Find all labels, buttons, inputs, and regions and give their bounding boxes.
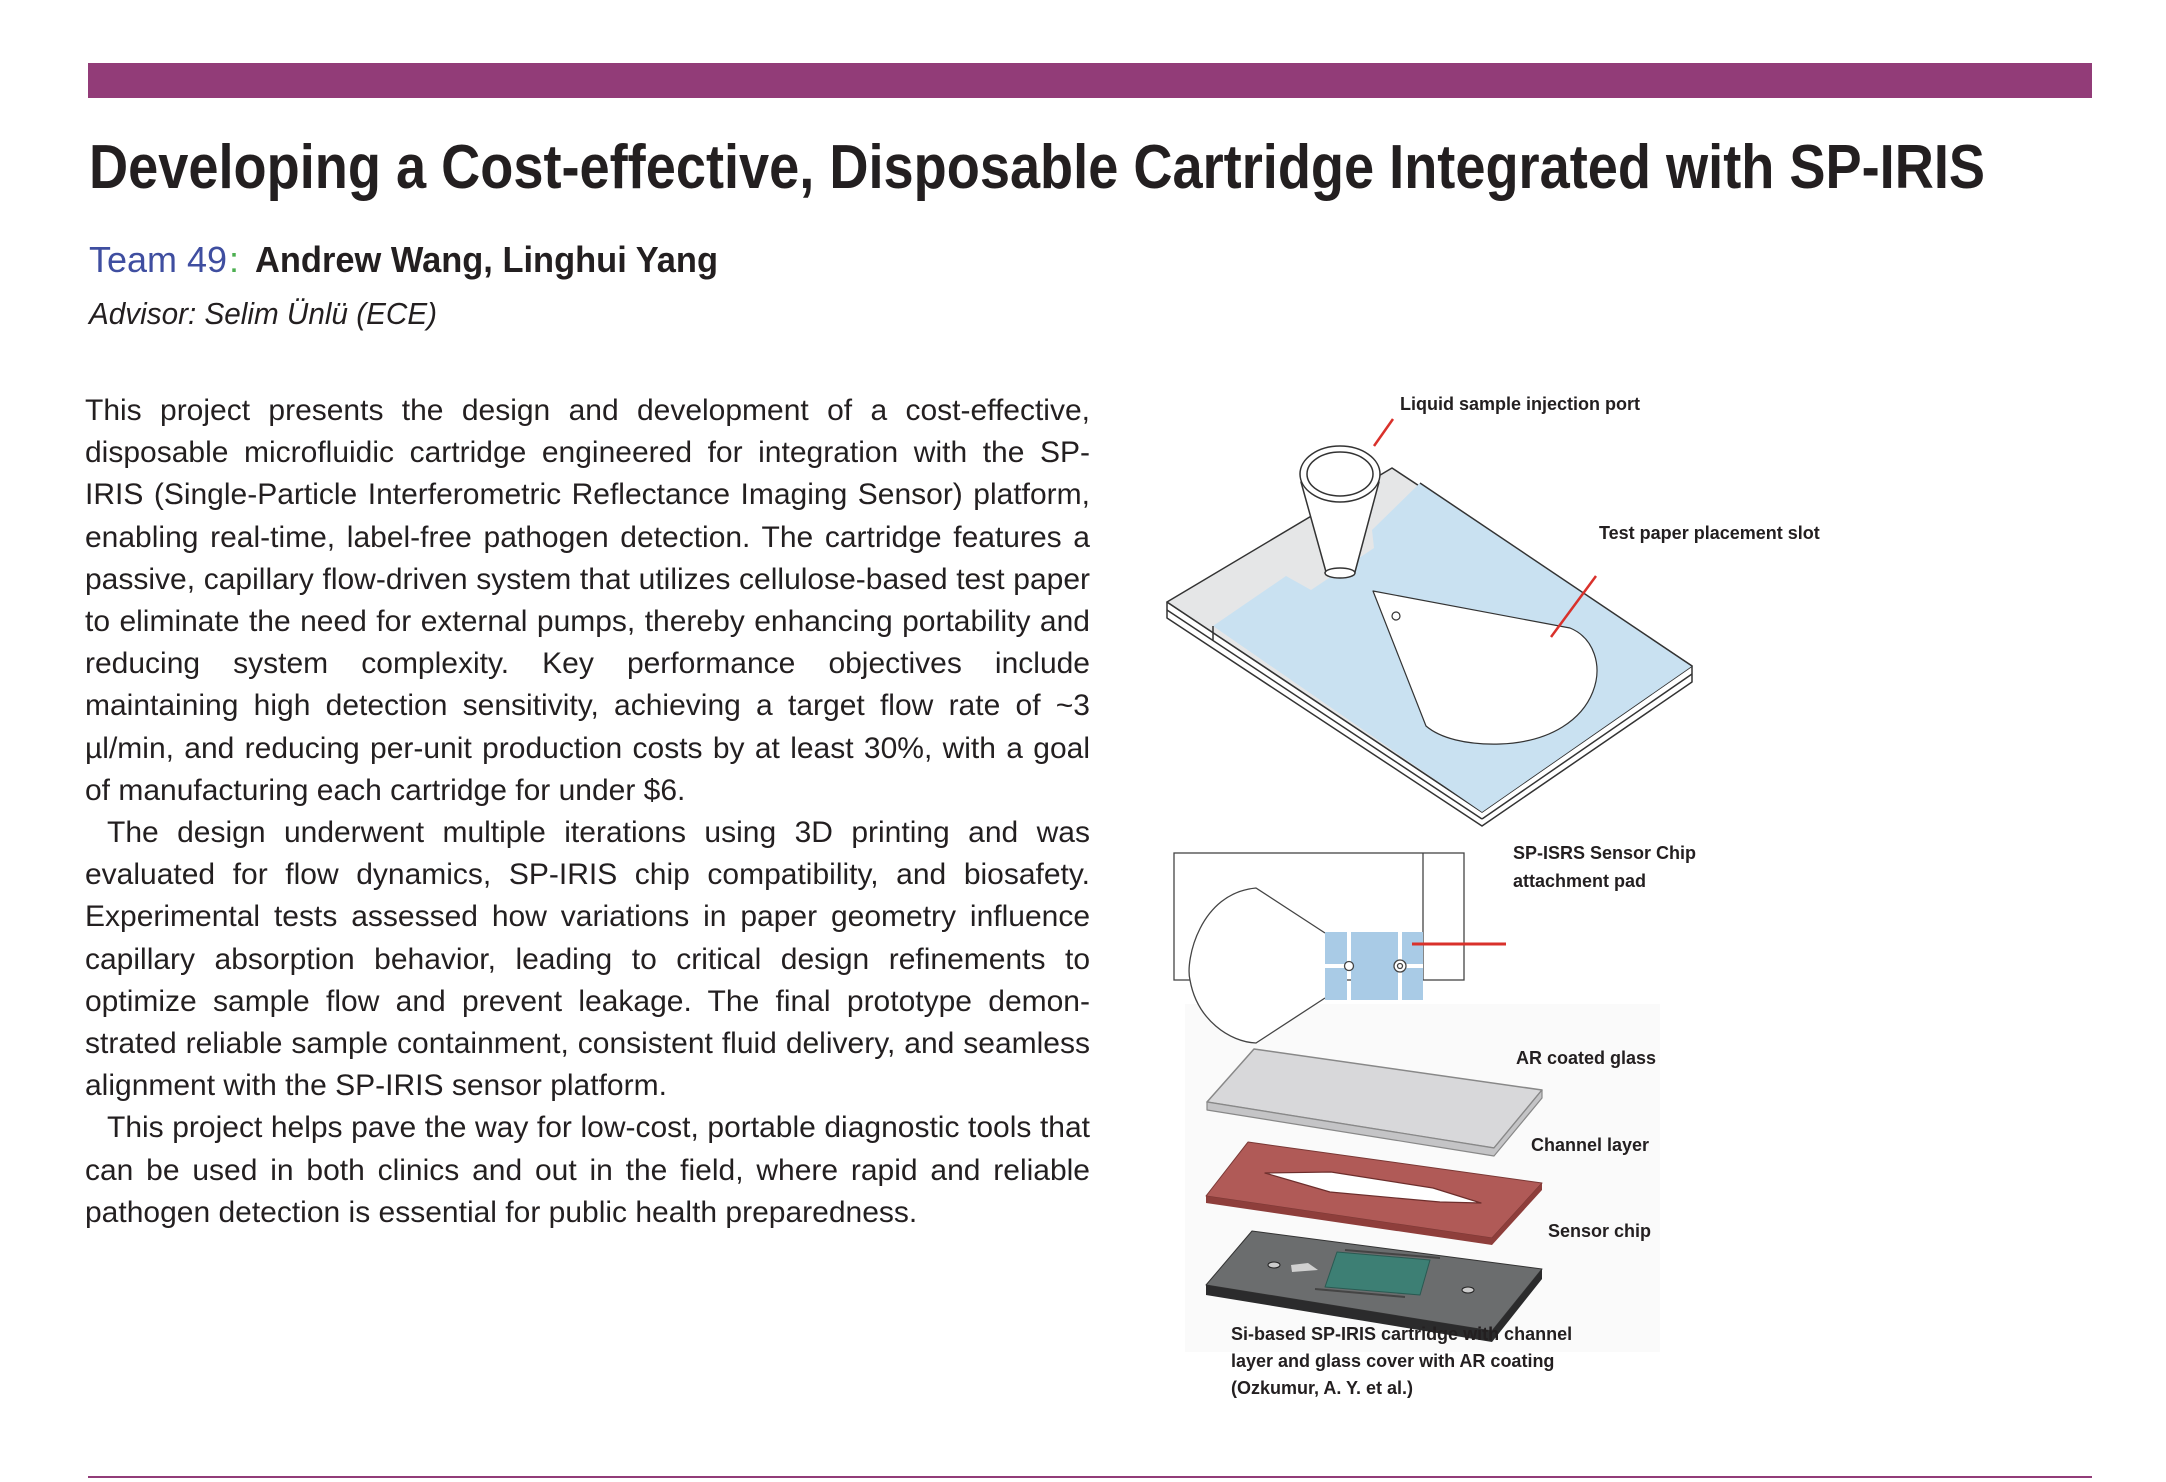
figure-caption-line2: layer and glass cover with AR coating [1231, 1351, 1555, 1371]
injection-port-leader [1372, 418, 1395, 447]
project-abstract: This project presents the design and dev… [85, 390, 1090, 1234]
label-pad-line1: SP-ISRS Sensor Chip [1513, 843, 1697, 863]
layer-stack-figure [1205, 1048, 1543, 1342]
sensor-array [1324, 1251, 1431, 1296]
cartridge-isometric-figure [1166, 445, 1693, 827]
figure-caption-line3: (Ozkumur, A. Y. et al.) [1231, 1378, 1414, 1398]
injection-port-cone [1299, 445, 1381, 579]
advisor: Advisor: Selim Ünlü (ECE) [87, 296, 437, 331]
footer-rule [88, 1476, 2092, 1478]
label-injection-port: Liquid sample injection port [1400, 394, 1641, 414]
abstract-paragraph-1: This project presents the design and dev… [85, 394, 1090, 807]
page-title: Developing a Cost-effective, Disposable … [89, 133, 1985, 202]
header-accent-bar [88, 63, 2092, 98]
label-pad-line2: attachment pad [1513, 871, 1647, 891]
team-members: Andrew Wang, Linghui Yang [255, 239, 718, 280]
label-sensor-chip: Sensor chip [1548, 1221, 1652, 1241]
team-colon: : [229, 239, 239, 280]
team-label: Team 49 [89, 239, 227, 280]
figure-caption-line1: Si-based SP-IRIS cartridge with channel [1231, 1324, 1573, 1344]
label-paper-slot: Test paper placement slot [1599, 523, 1820, 543]
attachment-pad-figure [1173, 852, 1465, 1044]
label-channel-layer: Channel layer [1531, 1135, 1650, 1155]
paper-slot-cutout [1372, 590, 1598, 745]
abstract-paragraph-2: The design underwent multiple iterations… [85, 816, 1090, 1103]
header: Developing a Cost-effective, Disposable … [87, 133, 1985, 331]
abstract-paragraph-3: This project helps pave the way for low-… [85, 1111, 1090, 1229]
paper-slot-leader [1549, 575, 1598, 638]
label-ar-glass: AR coated glass [1516, 1048, 1657, 1068]
